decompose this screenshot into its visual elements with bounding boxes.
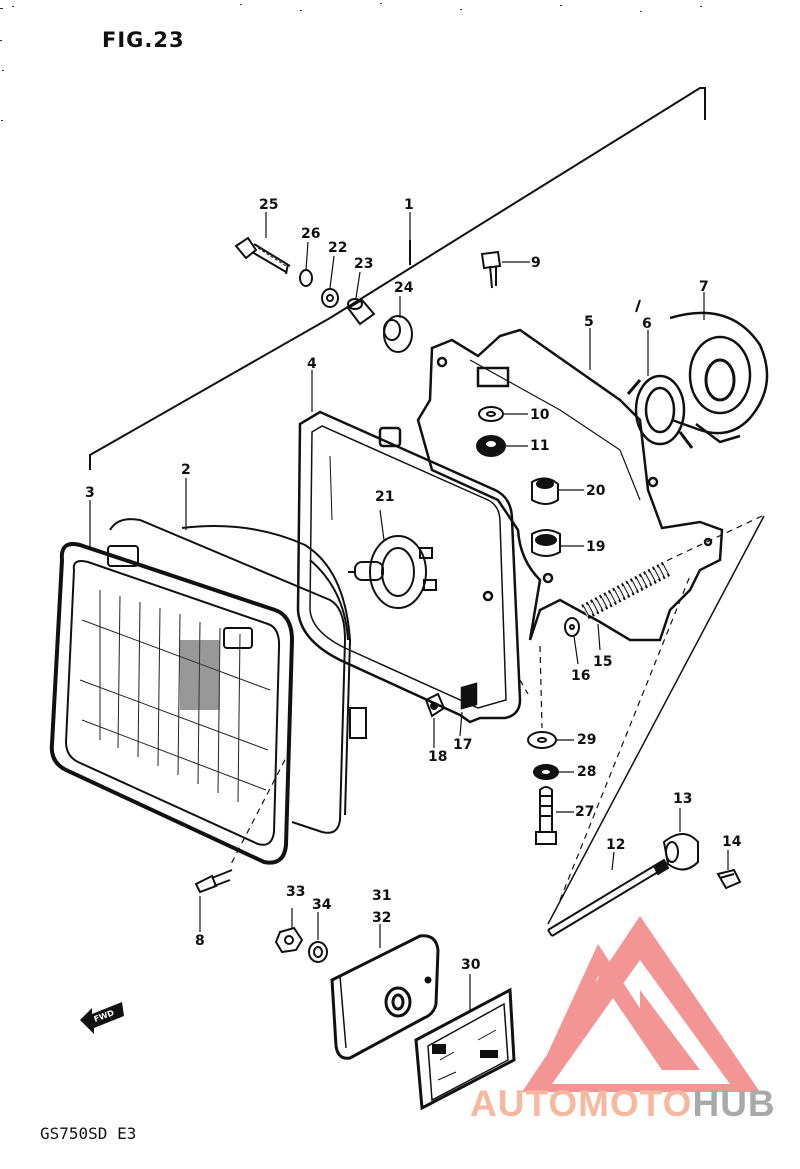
callout-2: 2 <box>181 462 191 478</box>
projection-lines <box>229 515 763 901</box>
callout-11: 11 <box>530 438 550 454</box>
leader-lines <box>89 212 729 1012</box>
callout-32: 32 <box>372 910 392 926</box>
inner-frame <box>296 410 522 724</box>
callout-24: 24 <box>394 280 414 296</box>
callout-23: 23 <box>354 256 374 272</box>
callout-28: 28 <box>577 764 597 780</box>
assembly-bracket-lines <box>89 87 706 470</box>
callout-15: 15 <box>593 654 613 670</box>
adjust-screw <box>547 833 742 937</box>
callout-20: 20 <box>586 483 606 499</box>
callout-8: 8 <box>195 933 205 949</box>
callout-25: 25 <box>259 197 279 213</box>
callout-1: 1 <box>404 197 414 213</box>
position-lamp <box>330 934 516 1111</box>
callout-22: 22 <box>328 240 348 256</box>
callout-18: 18 <box>428 749 448 765</box>
nut-washer <box>274 926 328 963</box>
watermark-text: AUTOMOTOHUB <box>470 1083 776 1125</box>
callout-31: 31 <box>372 888 392 904</box>
small-hardware <box>234 236 561 557</box>
watermark-brand-part1: AUTOMOTO <box>470 1083 693 1124</box>
figure-title: FIG.23 <box>102 28 185 52</box>
lower-hardware <box>424 692 559 845</box>
callout-33: 33 <box>286 884 306 900</box>
callout-26: 26 <box>301 226 321 242</box>
callout-9: 9 <box>531 255 541 271</box>
callout-27: 27 <box>575 804 595 820</box>
headlamp-unit <box>49 518 367 865</box>
socket-and-cover <box>626 299 769 449</box>
callout-13: 13 <box>673 791 693 807</box>
callout-7: 7 <box>699 279 709 295</box>
callout-6: 6 <box>642 316 652 332</box>
watermark-brand-part2: HUB <box>692 1083 776 1124</box>
forward-arrow: FWD <box>80 1002 124 1034</box>
callout-34: 34 <box>312 897 332 913</box>
model-label: GS750SD E3 <box>40 1124 137 1143</box>
callout-21: 21 <box>375 489 395 505</box>
callout-30: 30 <box>461 957 481 973</box>
watermark-logo <box>522 916 760 1092</box>
screw-8 <box>194 869 233 894</box>
callout-12: 12 <box>606 837 626 853</box>
callout-5: 5 <box>584 314 594 330</box>
adjust-spring <box>564 560 672 637</box>
callout-14: 14 <box>722 834 742 850</box>
callout-10: 10 <box>530 407 550 423</box>
callout-16: 16 <box>571 668 591 684</box>
bulb <box>348 535 437 609</box>
projection-solid-line <box>547 515 765 925</box>
callout-3: 3 <box>85 485 95 501</box>
scan-noise <box>0 3 702 121</box>
callout-17: 17 <box>453 737 473 753</box>
mounting-bracket <box>416 328 724 642</box>
callout-19: 19 <box>586 539 606 555</box>
callout-29: 29 <box>577 732 597 748</box>
callout-4: 4 <box>307 356 317 372</box>
